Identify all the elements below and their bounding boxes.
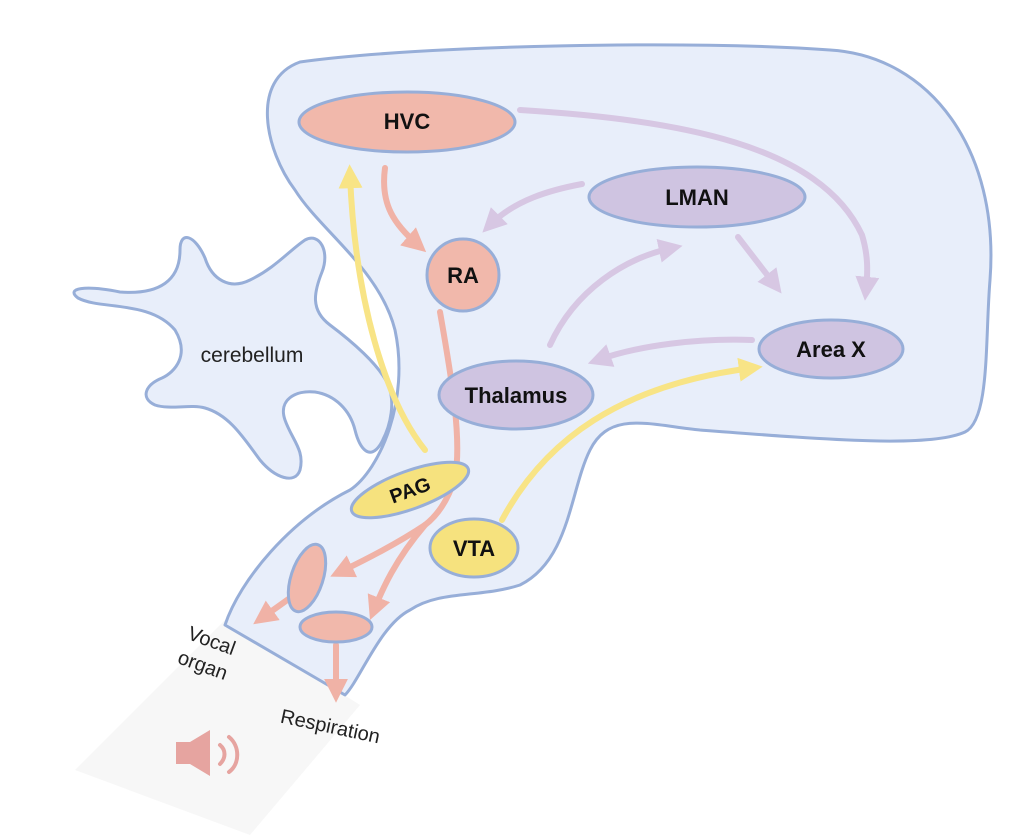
thalamus-label: Thalamus [465, 383, 568, 408]
arrow-to-vocal-organ [253, 595, 293, 625]
nucleus-ra: RA [425, 237, 501, 313]
nucleus-lman: LMAN [587, 165, 807, 229]
nucleus-vta: VTA [428, 517, 520, 579]
arrow-lman-to-areax [735, 234, 782, 294]
arrow-ra-to-vocal-nucleus [330, 522, 428, 578]
area-x-label: Area X [796, 337, 866, 362]
vocal-motor-nucleus [286, 542, 328, 614]
arrow-areax-to-thalamus [587, 336, 755, 367]
arrow-pag-to-hvc [338, 164, 428, 453]
nucleus-pag: PAG [349, 460, 471, 520]
arrow-lman-to-ra [482, 181, 585, 233]
arrow-ra-to-respiratory-nucleus [367, 522, 428, 621]
nucleus-hvc: HVC [297, 90, 517, 154]
arrow-hvc-to-ra [381, 165, 427, 253]
respiratory-nucleus [298, 610, 374, 644]
arrow-hvc-to-areax [517, 107, 880, 301]
speaker-sound-icon [176, 730, 240, 776]
nucleus-area-x: Area X [757, 318, 905, 380]
hvc-label: HVC [384, 109, 431, 134]
cerebellum-label: cerebellum [201, 344, 304, 367]
lman-label: LMAN [665, 185, 729, 210]
vta-label: VTA [453, 536, 495, 561]
nucleus-thalamus: Thalamus [437, 359, 595, 431]
arrow-vta-to-areax [499, 357, 763, 523]
ra-label: RA [447, 263, 479, 288]
sound-projection-area [75, 620, 360, 835]
arrow-thalamus-to-lman [547, 239, 683, 348]
